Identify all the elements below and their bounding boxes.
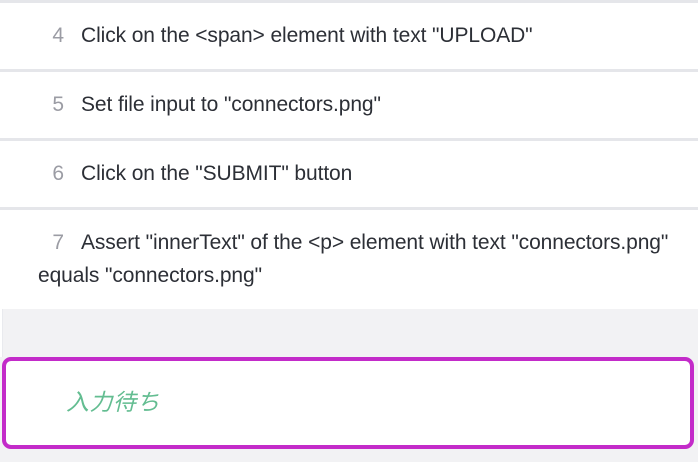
step-description: Click on the "SUBMIT" button xyxy=(81,162,353,185)
step-content: 4 Click on the <span> element with text "… xyxy=(38,19,688,52)
step-number: 6 xyxy=(52,162,64,185)
step-description: Set file input to "connectors.png" xyxy=(81,93,381,116)
step-description: Click on the <span> element with text "U… xyxy=(81,24,533,47)
step-content: 5 Set file input to "connectors.png" xyxy=(38,88,688,121)
waiting-for-input-box[interactable]: 入力待ち xyxy=(2,357,694,449)
step-row[interactable]: 6 Click on the "SUBMIT" button xyxy=(0,138,698,207)
step-description: Assert "innerText" of the <p> element wi… xyxy=(38,231,669,287)
step-number: 4 xyxy=(52,24,64,47)
step-number: 5 xyxy=(52,93,64,116)
step-row[interactable]: 4 Click on the <span> element with text "… xyxy=(0,0,698,69)
panel-bottom-strip xyxy=(0,449,698,462)
step-list: 4 Click on the <span> element with text "… xyxy=(0,0,698,309)
step-row[interactable]: 5 Set file input to "connectors.png" xyxy=(0,69,698,138)
status-label: 入力待ち xyxy=(66,390,160,416)
step-content: 6 Click on the "SUBMIT" button xyxy=(38,157,688,190)
step-number: 7 xyxy=(52,231,64,254)
